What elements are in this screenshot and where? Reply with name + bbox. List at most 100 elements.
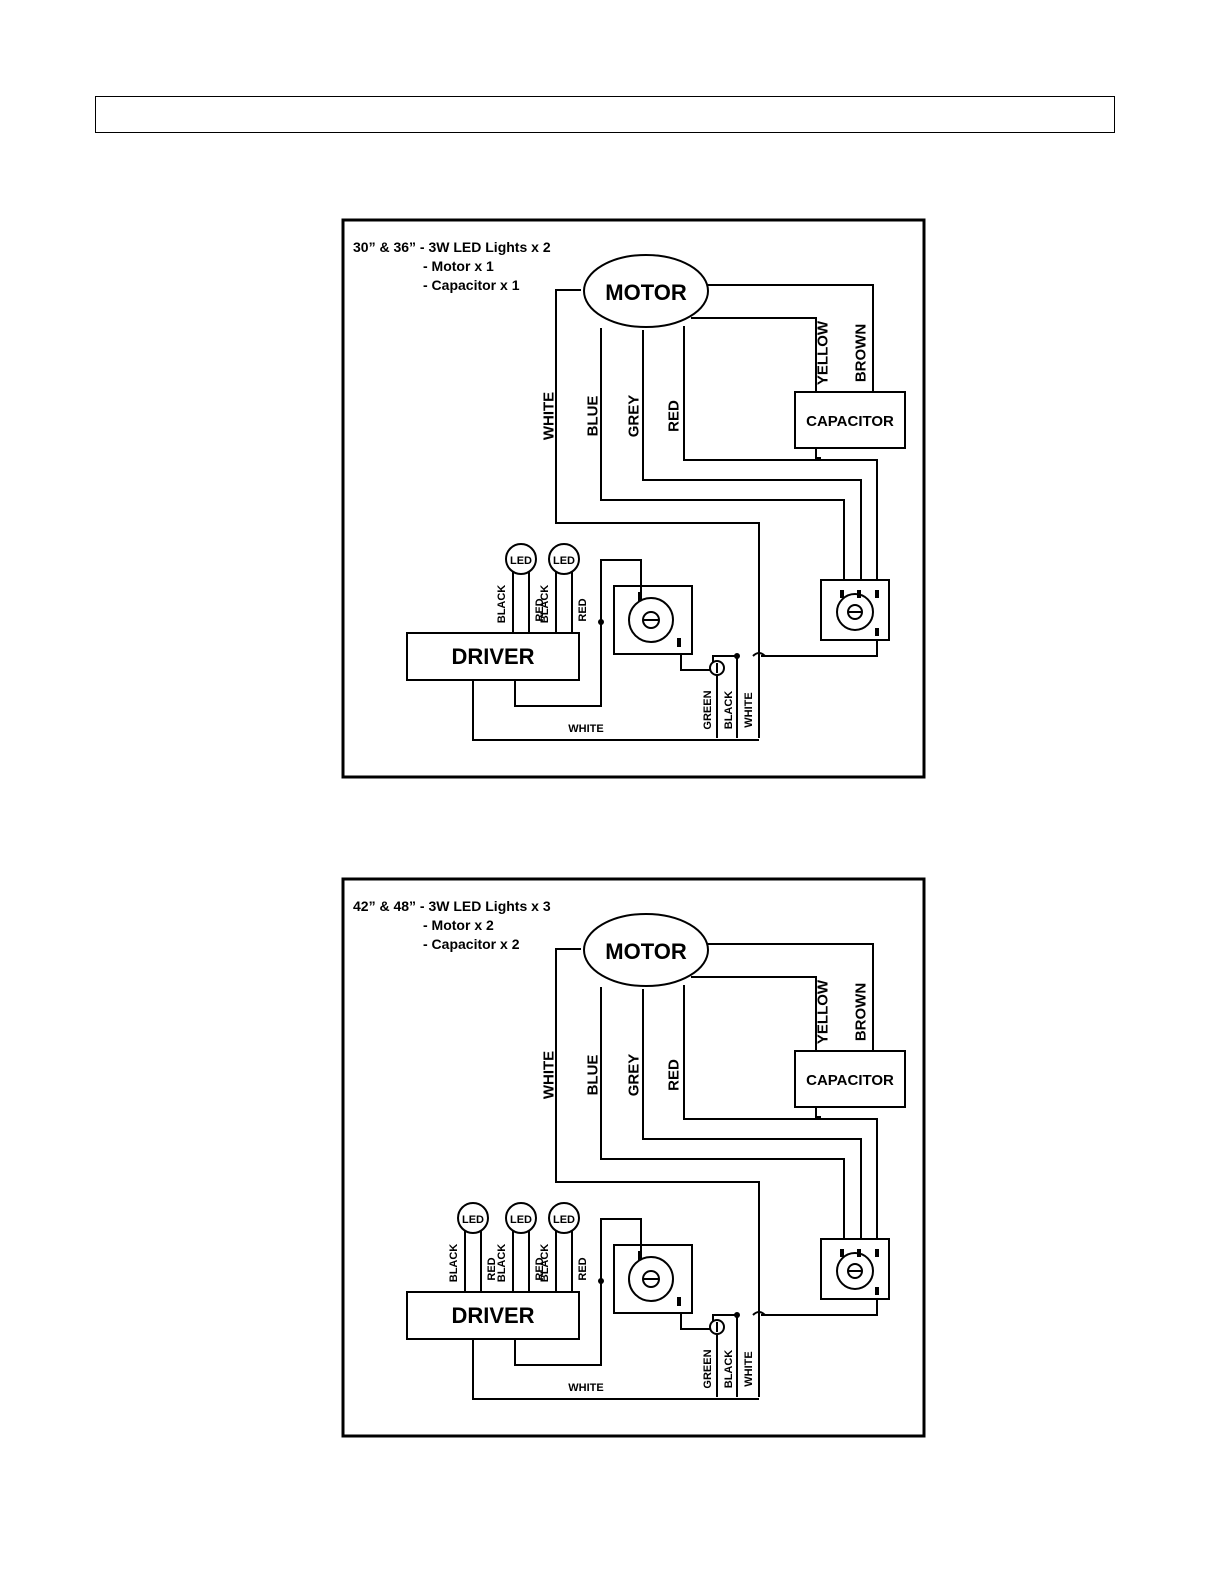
wire-yellow-tail: [815, 448, 821, 459]
wire-grey: [642, 330, 862, 588]
wire-blue: [600, 987, 845, 1247]
wire-switch-return: [761, 640, 878, 657]
wire-red: [683, 326, 878, 588]
led-wire-label-black: BLACK: [539, 1244, 551, 1283]
wire-driver-switch: [514, 622, 602, 707]
diagram-canvas: 30” & 36” - 3W LED Lights x 2 - Motor x 1…: [341, 218, 926, 779]
light-switch-terminal: [638, 592, 642, 601]
wire-driver-white: [472, 1339, 759, 1400]
led-light: [548, 543, 580, 575]
motor-label: MOTOR: [605, 939, 687, 964]
wire-label-yellow: YELLOW: [815, 320, 832, 385]
capacitor-box: [794, 1050, 906, 1108]
wire-red: [683, 985, 878, 1247]
spec-line-title: 42” & 48” - 3W LED Lights x 3: [353, 898, 551, 914]
header-box: [95, 96, 1115, 133]
wire-switch-feed: [600, 559, 642, 622]
capacitor-label: CAPACITOR: [806, 1072, 894, 1089]
driver-label: DRIVER: [451, 644, 534, 669]
wire-white-motor: [555, 289, 760, 738]
led-wire-label-red: RED: [534, 598, 546, 621]
spec-line-title: 30” & 36” - 3W LED Lights x 2: [353, 239, 551, 255]
spec-line-capacitor: - Capacitor x 1: [423, 277, 520, 293]
fan-switch-terminal: [875, 628, 879, 636]
wire-white-motor: [555, 948, 760, 1397]
wire-label-green: GREEN: [702, 1349, 714, 1388]
wire-label-yellow: YELLOW: [815, 979, 832, 1044]
led-label: LED: [510, 1214, 532, 1226]
wire-switch-return: [761, 1299, 878, 1316]
fan-switch-terminal: [875, 1249, 879, 1257]
light-switch-terminal: [677, 1297, 681, 1306]
fan-switch-terminal: [857, 1249, 861, 1257]
led-light: [505, 543, 537, 575]
wiring-diagram-large: 42” & 48” - 3W LED Lights x 3 - Motor x 2…: [341, 877, 926, 1438]
led-wire-label-red: RED: [577, 598, 589, 621]
capacitor-box: [794, 391, 906, 449]
led-label: LED: [462, 1214, 484, 1226]
led-light: [505, 1202, 537, 1234]
fan-switch-terminal: [840, 590, 844, 598]
led-wire-label-red: RED: [534, 1257, 546, 1280]
led-label: LED: [553, 1214, 575, 1226]
light-switch-terminal: [638, 1251, 642, 1260]
wire-grey: [642, 989, 862, 1247]
led-wire-label-red: RED: [577, 1257, 589, 1280]
wire-driver-switch: [514, 1281, 602, 1366]
wire-label-blue: BLUE: [585, 1055, 602, 1096]
wire-brown: [701, 284, 874, 392]
spec-line-motor: - Motor x 1: [423, 258, 494, 274]
wire-label-black: BLACK: [723, 691, 735, 730]
wire-label-blue: BLUE: [585, 396, 602, 437]
wire-label-white-ground: WHITE: [743, 1351, 755, 1386]
wire-label-green: GREEN: [702, 690, 714, 729]
wire-blue: [600, 328, 845, 588]
fan-switch-terminal: [875, 590, 879, 598]
motor-label: MOTOR: [605, 280, 687, 305]
led-wire-label-black: BLACK: [539, 585, 551, 624]
wire-label-black: BLACK: [723, 1350, 735, 1389]
wire-driver-white: [472, 680, 759, 741]
junction-dot: [734, 653, 740, 659]
wire-label-grey: GREY: [626, 395, 643, 438]
wire-label-brown: BROWN: [853, 983, 870, 1041]
wire-yellow-tail: [815, 1107, 821, 1118]
wire-label-brown: BROWN: [853, 324, 870, 382]
led-light: [548, 1202, 580, 1234]
fan-switch-terminal: [840, 1249, 844, 1257]
junction-dot: [734, 1312, 740, 1318]
wire-yellow: [691, 976, 817, 1051]
fan-switch-terminal: [857, 590, 861, 598]
wire-label-white-ground: WHITE: [743, 692, 755, 727]
led-label: LED: [510, 555, 532, 567]
wire-label-white: WHITE: [541, 392, 558, 440]
wire-switch-feed: [600, 1218, 642, 1281]
led-wire-label-black: BLACK: [496, 1244, 508, 1283]
driver-label: DRIVER: [451, 1303, 534, 1328]
wire-label-bottom-white: WHITE: [568, 723, 603, 735]
wire-label-red: RED: [666, 1059, 683, 1091]
wire-crossover: [752, 652, 766, 657]
led-light: [457, 1202, 489, 1234]
wire-brown: [701, 943, 874, 1051]
led-wire-label-red: RED: [486, 1257, 498, 1280]
wiring-diagram-small: 30” & 36” - 3W LED Lights x 2 - Motor x 1…: [341, 218, 926, 779]
light-switch-terminal: [677, 638, 681, 647]
motor-ellipse: [583, 913, 709, 987]
diagram-canvas: 42” & 48” - 3W LED Lights x 3 - Motor x 2…: [341, 877, 926, 1438]
driver-box: [406, 632, 580, 681]
spec-line-motor: - Motor x 2: [423, 917, 494, 933]
wire-label-white: WHITE: [541, 1051, 558, 1099]
led-wire-label-black: BLACK: [448, 1244, 460, 1283]
fan-switch-terminal: [875, 1287, 879, 1295]
wire-label-grey: GREY: [626, 1054, 643, 1097]
spec-line-capacitor: - Capacitor x 2: [423, 936, 520, 952]
motor-ellipse: [583, 254, 709, 328]
driver-box: [406, 1291, 580, 1340]
wire-label-bottom-white: WHITE: [568, 1382, 603, 1394]
wire-label-red: RED: [666, 400, 683, 432]
wire-crossover: [752, 1311, 766, 1316]
led-wire-label-black: BLACK: [496, 585, 508, 624]
wire-yellow: [691, 317, 817, 392]
capacitor-label: CAPACITOR: [806, 413, 894, 430]
